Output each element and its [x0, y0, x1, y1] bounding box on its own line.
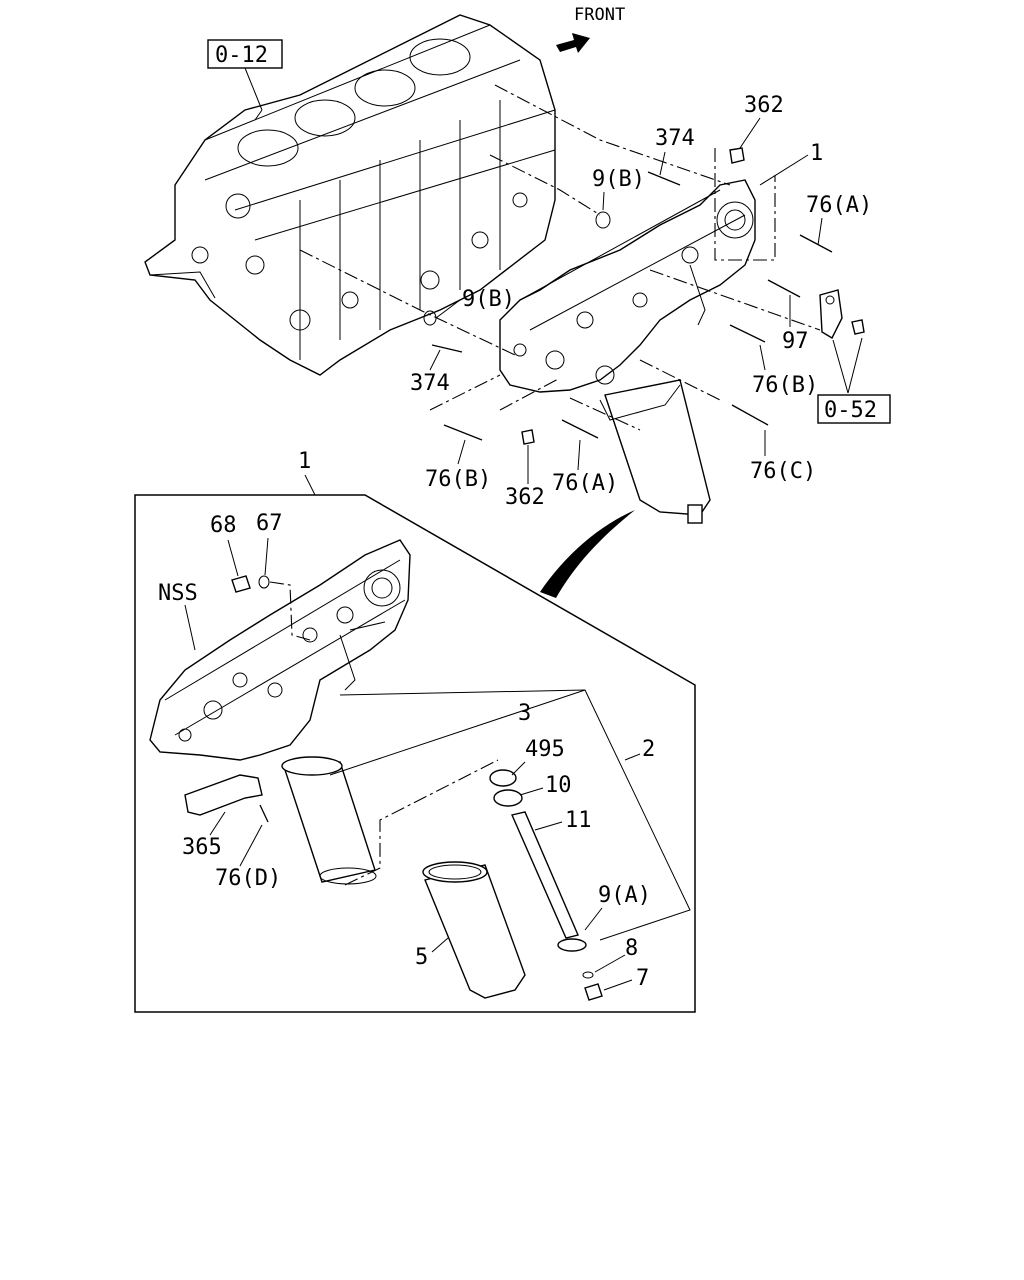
assembly-lines-upper: [299, 84, 821, 431]
callout-76d: 76(D): [215, 866, 281, 891]
callout-76b-right: 76(B): [752, 373, 818, 398]
plug-68: [231, 575, 251, 593]
callout-2: 2: [642, 737, 655, 762]
seal-10: [493, 789, 523, 807]
front-label: FRONT: [574, 5, 625, 25]
callout-5: 5: [415, 945, 428, 970]
callout-374-top: 374: [655, 126, 695, 151]
bolt-76d: [259, 804, 269, 823]
detail-cooler-body: [149, 539, 411, 761]
callout-76a-top: 76(A): [806, 193, 872, 218]
mount-bracket: [819, 289, 865, 339]
filter-element: [281, 756, 377, 885]
filter-housing: [422, 861, 526, 999]
center-tube-11: [511, 811, 579, 939]
callout-10: 10: [545, 773, 572, 798]
callout-76a-mid: 76(A): [552, 471, 618, 496]
callout-8: 8: [625, 936, 638, 961]
spacer-495: [489, 769, 517, 787]
front-arrow-icon: [556, 33, 590, 53]
callout-3: 3: [518, 701, 531, 726]
ref-bracket-label: 0-52: [824, 398, 877, 423]
oring-67: [258, 575, 270, 589]
callout-nss: NSS: [158, 581, 198, 606]
callout-9b-top: 9(B): [592, 167, 645, 192]
callout-1-panel: 1: [298, 449, 311, 474]
oil-cooler-assembly: [499, 179, 756, 524]
callout-76c: 76(C): [750, 459, 816, 484]
callout-97: 97: [782, 329, 809, 354]
ref-block-label: 0-12: [215, 43, 268, 68]
callout-67: 67: [256, 511, 283, 536]
ref-box-bracket[interactable]: [817, 394, 891, 424]
callout-1-top: 1: [810, 141, 823, 166]
cylinder-block: [144, 14, 556, 376]
callout-374-mid: 374: [410, 371, 450, 396]
callout-9b-mid: 9(B): [462, 287, 515, 312]
callout-11: 11: [565, 808, 592, 833]
washer-8: [582, 971, 594, 979]
drain-plug-7: [584, 983, 603, 1001]
callout-68: 68: [210, 513, 237, 538]
callout-365: 365: [182, 835, 222, 860]
bracket-365: [184, 774, 263, 816]
callout-7: 7: [636, 966, 649, 991]
detail-arrow-icon: [540, 510, 635, 598]
callout-362-top: 362: [744, 93, 784, 118]
callout-362-mid: 362: [505, 485, 545, 510]
callout-76b-left: 76(B): [425, 467, 491, 492]
upper-fasteners: [423, 147, 833, 445]
callout-9a: 9(A): [598, 883, 651, 908]
detail-panel: [134, 494, 696, 1013]
callout-495: 495: [525, 737, 565, 762]
